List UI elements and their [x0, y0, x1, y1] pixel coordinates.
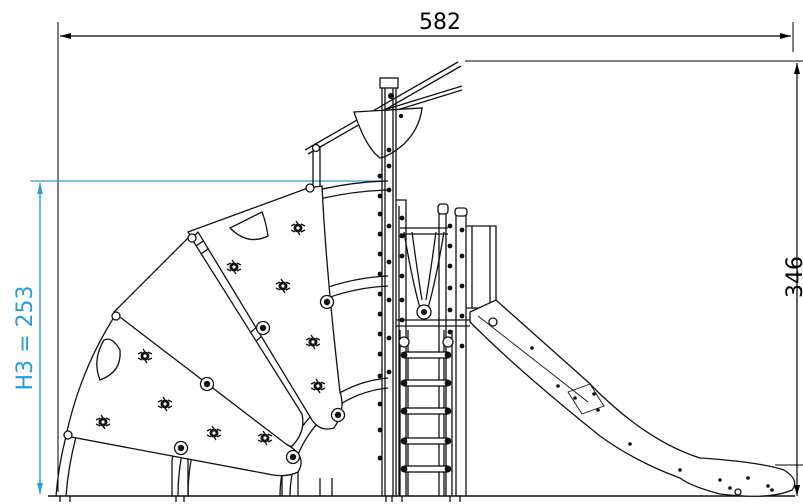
ladder: [398, 330, 454, 496]
fireman-rope: [400, 227, 448, 320]
width-dimension: 582: [57, 10, 794, 492]
width-value: 582: [419, 10, 461, 35]
climbing-wall: [55, 180, 389, 497]
slide: [469, 299, 796, 497]
roof-and-handrail: [304, 61, 463, 186]
fall-height-dimension: H3 = 253: [13, 180, 385, 494]
wall-panel-1: [187, 185, 343, 430]
ground-anchors: [59, 496, 461, 502]
height-value: 346: [783, 256, 803, 298]
fall-height-label: H3 = 253: [13, 286, 38, 391]
height-dimension: 346: [465, 60, 803, 496]
